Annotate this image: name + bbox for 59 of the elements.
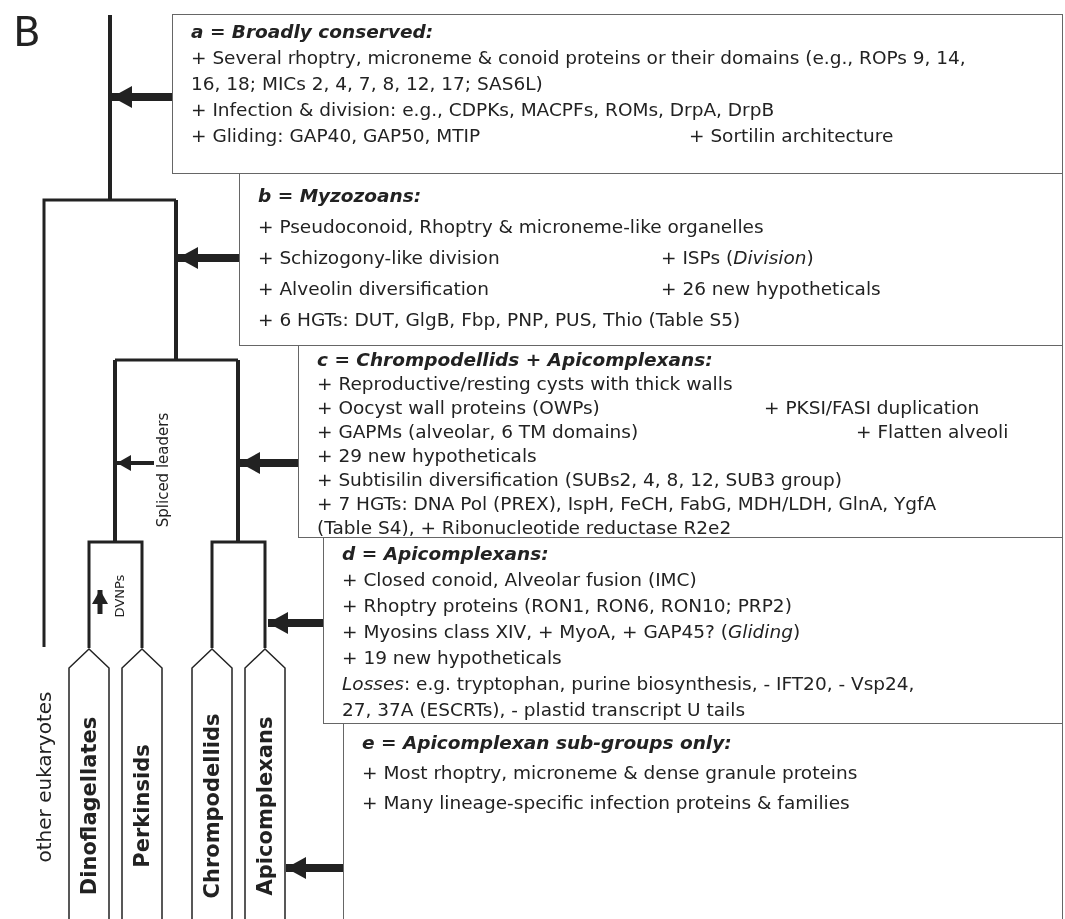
taxon-label: Chrompodellids — [200, 713, 224, 898]
feature-text: + Gliding: GAP40, GAP50, MTIP — [191, 124, 481, 148]
taxon-leaf — [68, 648, 110, 919]
feature-text: + Most rhoptry, microneme & dense granule proteins — [362, 761, 858, 785]
annotation-box — [239, 173, 1063, 346]
feature-text: + Oocyst wall proteins (OWPs) — [317, 396, 600, 420]
taxon-leaf — [191, 648, 233, 919]
feature-text: + Schizogony-like division — [258, 246, 500, 270]
taxon-leaf — [244, 648, 286, 919]
box-heading: b = Myzozoans: — [258, 184, 422, 208]
feature-text: + Infection & division: e.g., CDPKs, MACPFs, ROMs, DrpA, DrpB — [191, 98, 775, 122]
feature-text: + Subtisilin diversification (SUBs2, 4, 8, 12, SUB3 group) — [317, 468, 843, 492]
annotation-box — [172, 14, 1063, 174]
feature-text: + Myosins class XIV, + MyoA, + GAP45? (Gliding) — [342, 620, 801, 644]
feature-text: + 26 new hypotheticals — [661, 277, 881, 301]
annotation-box — [343, 723, 1063, 919]
feature-text: + Alveolin diversification — [258, 277, 489, 301]
box-heading: d = Apicomplexans: — [342, 542, 549, 566]
box-heading: e = Apicomplexan sub-groups only: — [362, 731, 732, 755]
feature-text: + Sortilin architecture — [689, 124, 894, 148]
feature-text: + Pseudoconoid, Rhoptry & microneme-like organelles — [258, 215, 764, 239]
tree-branch — [210, 540, 238, 648]
character-label: Spliced leaders — [155, 412, 171, 528]
taxon-label: Apicomplexans — [253, 716, 277, 895]
tree-branch — [236, 360, 240, 542]
tree-branch — [87, 540, 115, 648]
taxon-label: Perkinsids — [130, 743, 154, 868]
annotation-box — [298, 345, 1063, 538]
taxon-leaf — [121, 648, 163, 919]
character-label: DVNPs — [112, 574, 126, 618]
tree-branch — [42, 198, 110, 647]
tree-branch — [115, 358, 176, 362]
feature-text: + ISPs (Division) — [661, 246, 814, 270]
feature-text: + 29 new hypotheticals — [317, 444, 537, 468]
tree-branch — [108, 15, 112, 200]
tree-branch — [115, 540, 144, 648]
tree-branch — [238, 540, 267, 648]
feature-text: + 19 new hypotheticals — [342, 646, 562, 670]
taxon-label: Dinoflagellates — [77, 716, 101, 895]
feature-text: + GAPMs (alveolar, 6 TM domains) — [317, 420, 639, 444]
feature-text: + PKSI/FASI duplication — [764, 396, 980, 420]
box-heading: c = Chrompodellids + Apicomplexans: — [317, 348, 713, 372]
annotation-box — [323, 537, 1063, 724]
tree-branch — [110, 198, 176, 202]
feature-text: Losses: e.g. tryptophan, purine biosynthesis, - IFT20, - Vsp24, 27, 37A (ESCRTs), - plastid transcript U tails — [342, 672, 916, 722]
feature-text: + Rhoptry proteins (RON1, RON6, RON10; PRP2) — [342, 594, 792, 618]
feature-text: + Flatten alveoli — [856, 420, 1009, 444]
tree-branch — [174, 200, 178, 360]
feature-text: + 6 HGTs: DUT, GlgB, Fbp, PNP, PUS, Thio (Table S5) — [258, 308, 741, 332]
taxon-label: other eukaryotes — [34, 691, 54, 863]
tree-branch — [113, 360, 117, 542]
feature-text: + Several rhoptry, microneme & conoid proteins or their domains (e.g., ROPs 9, 14, 16, 18; MICs 2, 4, 7, 8, 12, 17; SAS6L) — [191, 46, 967, 96]
feature-text: + Closed conoid, Alveolar fusion (IMC) — [342, 568, 697, 592]
feature-text: + Many lineage-specific infection proteins & families — [362, 791, 850, 815]
tree-branch — [176, 358, 238, 362]
arrow — [117, 455, 154, 471]
box-heading: a = Broadly conserved: — [191, 20, 434, 44]
feature-text: + Reproductive/resting cysts with thick walls — [317, 372, 733, 396]
panel-letter: B — [13, 12, 41, 52]
